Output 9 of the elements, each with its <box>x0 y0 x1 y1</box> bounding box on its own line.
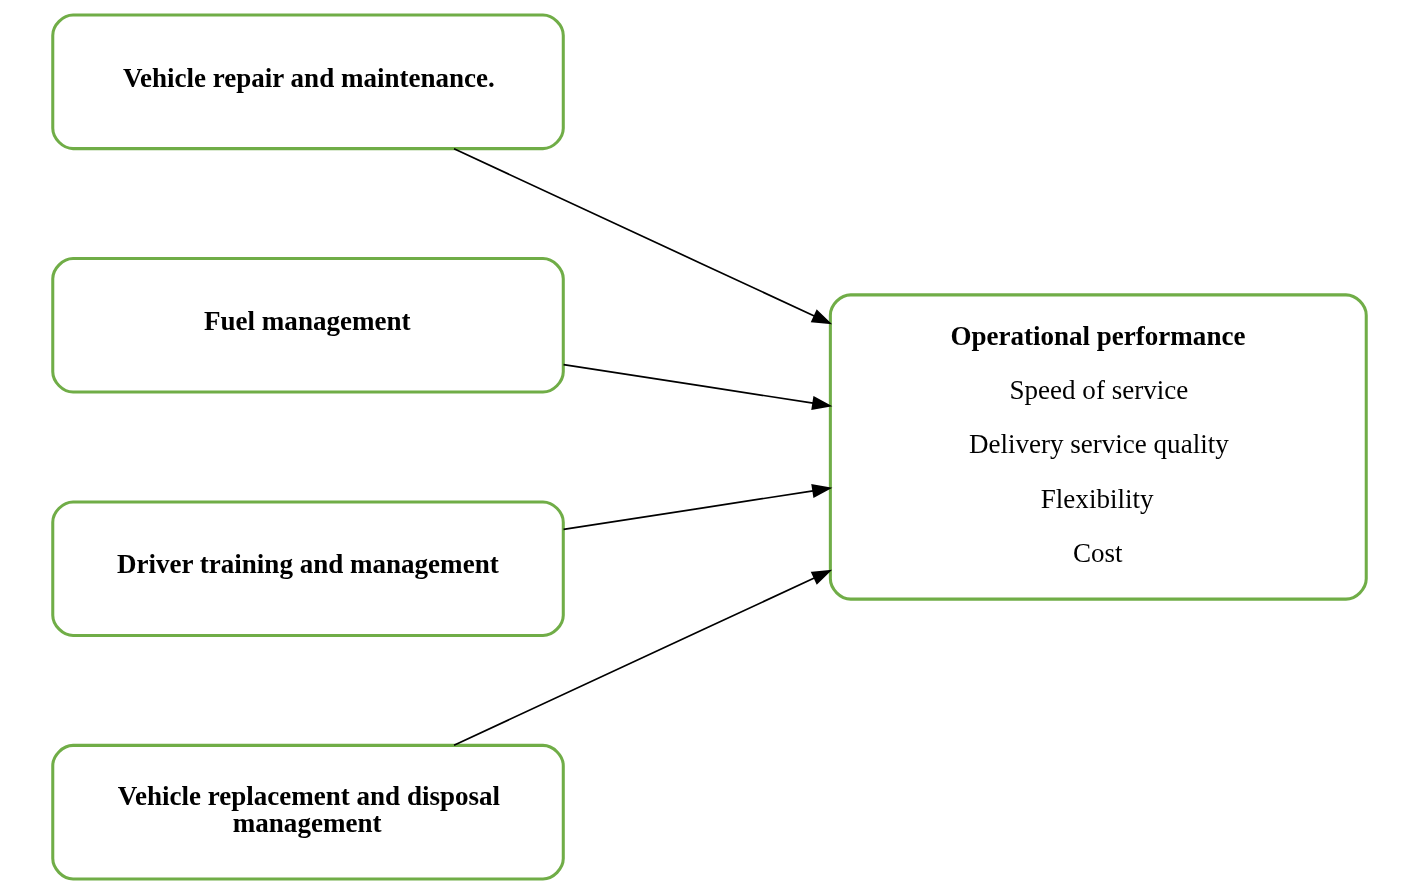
arrow <box>452 148 832 325</box>
node-box: Fuel management <box>50 257 565 394</box>
node-box: Operational performance Speed of service Delivery service quality Flexibility Cost <box>828 293 1368 601</box>
node-box: Vehicle repair and maintenance. <box>50 13 565 151</box>
arrow <box>452 569 832 746</box>
arrow <box>562 483 832 531</box>
node-box: Vehicle replacement and disposal management <box>50 743 565 881</box>
arrow <box>562 363 832 411</box>
node-box: Driver training and management <box>50 500 565 637</box>
